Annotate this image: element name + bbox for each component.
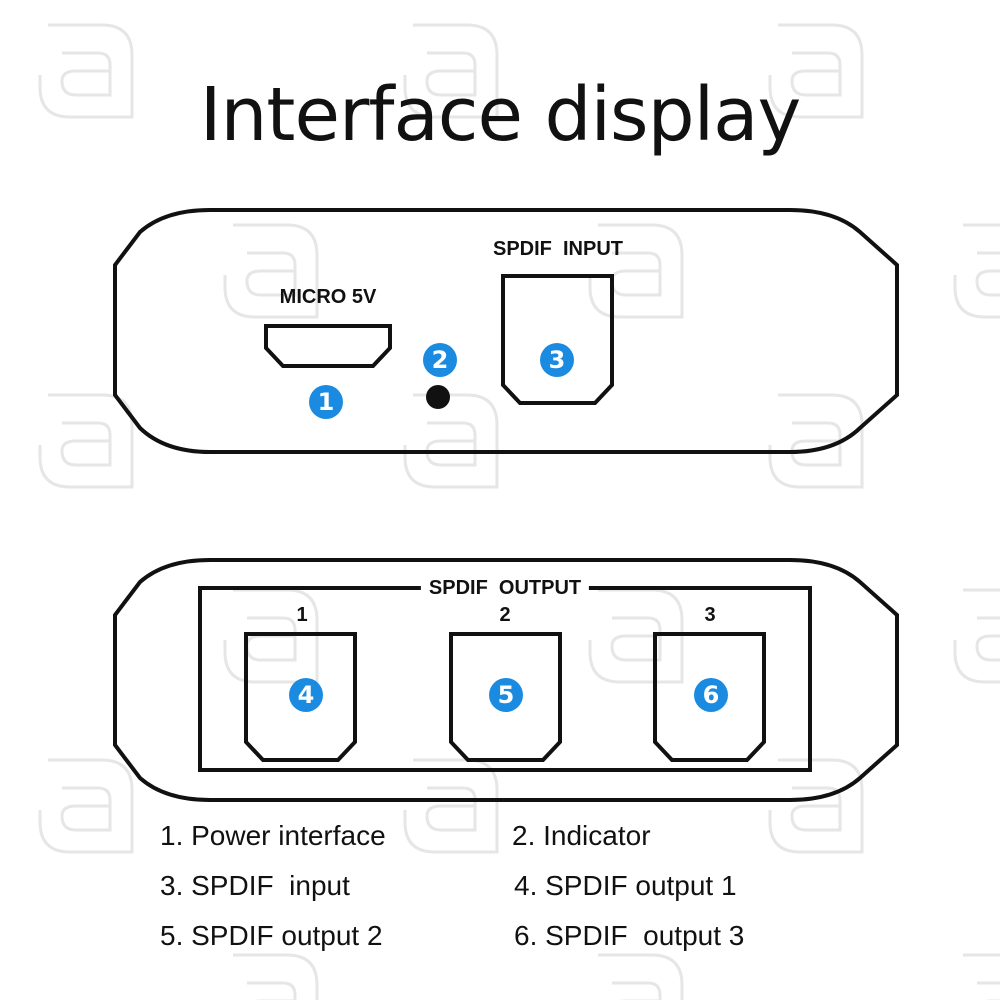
legend-item-5: 5. SPDIF output 2	[160, 920, 383, 951]
watermark-mark	[38, 758, 134, 854]
top-device-body	[113, 208, 899, 454]
watermark-mark	[953, 588, 1000, 684]
watermark-mark	[768, 23, 864, 119]
spdif-output-label: SPDIF OUTPUT	[420, 577, 590, 600]
watermark-mark	[403, 23, 499, 119]
watermark-mark	[223, 223, 319, 319]
output-port-number-2: 2	[499, 604, 511, 626]
page-title: Interface display	[199, 72, 802, 158]
micro-usb-port	[264, 324, 392, 368]
badge-spdif-output-3: 6	[694, 678, 728, 712]
badge-indicator: 2	[423, 343, 457, 377]
watermark-mark	[598, 953, 684, 1000]
micro-5v-label: MICRO 5V	[279, 286, 377, 308]
watermark-mark	[588, 588, 684, 684]
watermark-mark	[233, 953, 319, 1000]
legend-item-3: 3. SPDIF input	[160, 870, 350, 901]
output-port-number-3: 3	[704, 604, 716, 626]
indicator-led	[426, 385, 450, 409]
spdif-input-port	[501, 274, 614, 405]
bottom-device-body	[113, 558, 899, 802]
spdif-input-label: SPDIF INPUT	[492, 238, 624, 260]
watermark-mark	[953, 223, 1000, 319]
legend-item-4: 4. SPDIF output 1	[514, 870, 737, 901]
badge-power-interface: 1	[309, 385, 343, 419]
badge-spdif-output-1: 4	[289, 678, 323, 712]
legend-item-6: 6. SPDIF output 3	[514, 920, 745, 951]
spdif-output-port-1	[244, 632, 357, 762]
watermark-mark	[38, 23, 134, 119]
badge-spdif-output-2: 5	[489, 678, 523, 712]
legend-item-1: 1. Power interface	[160, 820, 386, 851]
badge-spdif-input: 3	[540, 343, 574, 377]
legend-item-2: 2. Indicator	[512, 820, 651, 851]
watermark-mark	[588, 223, 684, 319]
watermark-mark	[403, 393, 499, 489]
output-port-number-1: 1	[296, 604, 308, 626]
spdif-output-port-3	[653, 632, 766, 762]
spdif-output-port-2	[449, 632, 562, 762]
watermark-mark	[768, 393, 864, 489]
